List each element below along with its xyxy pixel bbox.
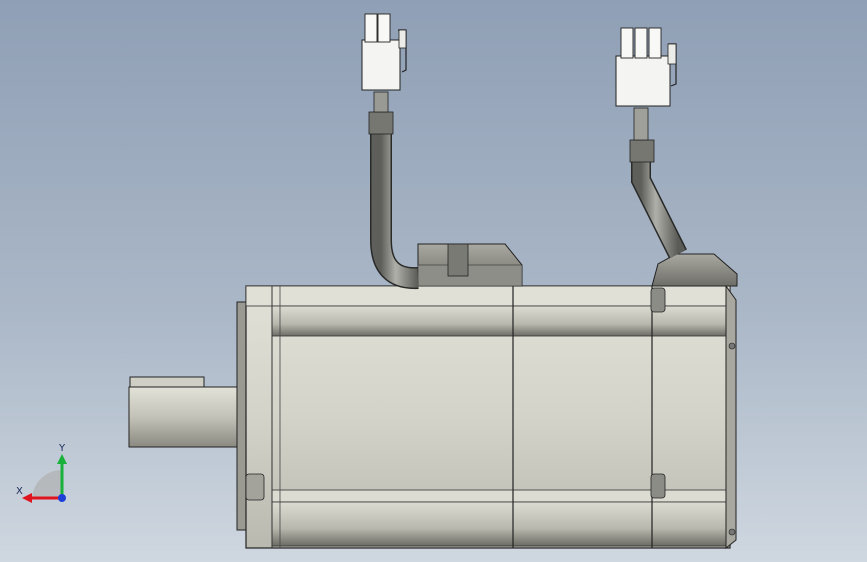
triad-plane <box>32 469 62 498</box>
power-connector-plug[interactable] <box>361 13 407 91</box>
y-axis-label: Y <box>59 443 66 454</box>
x-axis-arrowhead <box>22 493 32 503</box>
coordinate-triad <box>22 454 67 503</box>
z-axis-dot <box>58 494 66 502</box>
motor-housing[interactable] <box>245 284 737 550</box>
output-shaft[interactable] <box>128 301 248 531</box>
y-axis-arrowhead <box>57 454 67 464</box>
x-axis-label: X <box>16 486 23 497</box>
power-cable-mount[interactable] <box>417 243 523 287</box>
encoder-cable-mount[interactable] <box>651 253 738 287</box>
power-cable[interactable] <box>368 91 419 290</box>
encoder-cable[interactable] <box>629 107 687 259</box>
encoder-connector-plug[interactable] <box>615 27 677 107</box>
